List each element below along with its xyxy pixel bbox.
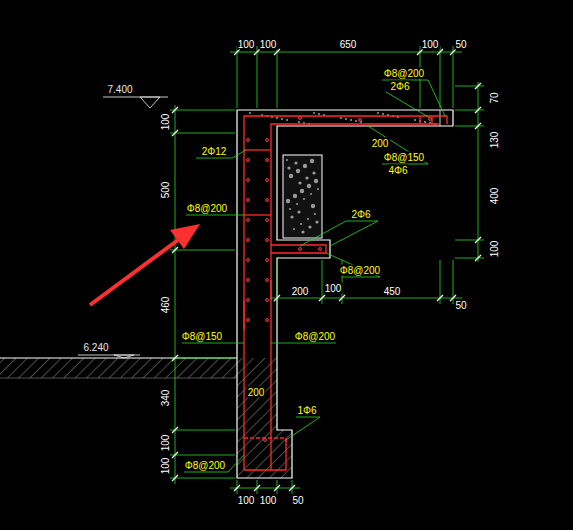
dimension-text: 500 (160, 181, 171, 200)
rebar-label: 2Φ6 (389, 81, 410, 92)
rebar-label: Φ8@200 (383, 68, 425, 79)
dimension-text: 200 (291, 286, 310, 297)
rebar-label: 2Φ12 (201, 146, 228, 157)
rebar-label: Φ8@200 (186, 203, 228, 214)
dimension-text: 50 (454, 300, 467, 311)
dimension-text: 100 (160, 457, 171, 476)
dimension-text: 100 (259, 495, 278, 506)
dimension-text: 70 (489, 91, 500, 104)
dimension-text: 100 (160, 434, 171, 453)
dimension-text: 450 (383, 286, 402, 297)
dimension-text: 50 (454, 39, 467, 50)
dimension-text: 7.400 (106, 84, 133, 95)
rebar-label: Φ8@200 (184, 460, 226, 471)
rebar-label: Φ8@150 (181, 331, 223, 342)
dimension-text: 340 (160, 389, 171, 408)
rebar-label: 200 (371, 138, 390, 149)
dimension-text: 130 (489, 131, 500, 150)
dimension-text: 650 (339, 39, 358, 50)
rebar-label: 1Φ6 (296, 405, 317, 416)
dimension-text: 100 (259, 39, 278, 50)
rebar-label: Φ8@150 (383, 152, 425, 163)
rebar-label: 4Φ6 (387, 165, 408, 176)
dimension-text: 100 (421, 39, 440, 50)
rebar-label: Φ8@200 (294, 331, 336, 342)
dimension-text: 50 (291, 495, 304, 506)
dimension-text: 100 (237, 495, 256, 506)
rebar-label: 200 (247, 387, 266, 398)
dimension-text: 6.240 (82, 342, 109, 353)
dimension-text: 100 (489, 240, 500, 259)
rebar-label: Φ8@200 (339, 265, 381, 276)
rebar-label: 2Φ6 (350, 209, 371, 220)
dimension-text: 460 (160, 296, 171, 315)
dimension-text: 100 (237, 39, 256, 50)
dimension-text: 100 (324, 283, 343, 294)
dimension-text: 400 (489, 187, 500, 206)
dimension-text: 100 (160, 113, 171, 132)
